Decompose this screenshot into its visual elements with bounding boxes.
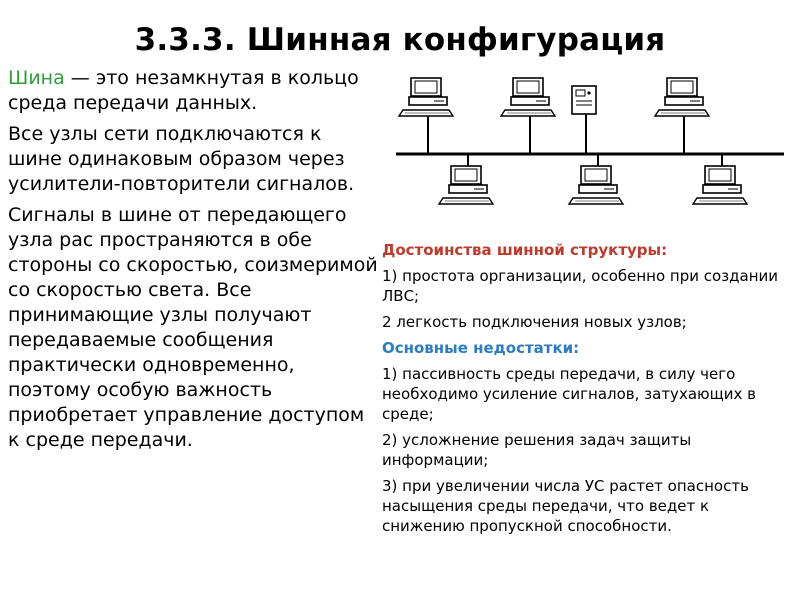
bus-definition: Шина — это незамкнутая в кольцо среда пе… xyxy=(8,66,380,116)
workstation-icon xyxy=(438,165,494,205)
right-text-block: Достоинства шинной структуры: 1) простот… xyxy=(382,240,796,542)
bus-term: Шина xyxy=(8,67,65,89)
workstation-icon xyxy=(398,77,454,117)
advantage-item: 2 легкость подключения новых узлов; xyxy=(382,313,687,331)
advantages-header: Достоинства шинной структуры: xyxy=(382,241,668,259)
server-icon xyxy=(571,85,597,115)
bus-definition-text: — это незамкнутая в кольцо среда передач… xyxy=(8,67,359,114)
workstation-icon xyxy=(500,77,556,117)
disadvantage-item: 3) при увеличении числа УС растет опасно… xyxy=(382,477,749,535)
bus-topology-diagram xyxy=(396,77,784,205)
slide-title: 3.3.3. Шинная конфигурация xyxy=(134,22,666,58)
advantage-item: 1) простота организации, особенно при со… xyxy=(382,267,779,305)
workstation-icon xyxy=(654,77,710,117)
nodes-paragraph: Все узлы сети подключаются к шине одинак… xyxy=(8,123,355,195)
disadvantage-item: 2) усложнение решения задач защиты инфор… xyxy=(382,431,692,469)
workstation-icon xyxy=(692,165,748,205)
disadvantage-item: 1) пассивность среды передачи, в силу че… xyxy=(382,365,756,423)
signals-paragraph: Сигналы в шине от передающего узла рас п… xyxy=(8,204,378,451)
workstation-icon xyxy=(568,165,624,205)
left-text-block: Шина — это незамкнутая в кольцо среда пе… xyxy=(8,66,380,459)
disadvantages-header: Основные недостатки: xyxy=(382,339,580,357)
